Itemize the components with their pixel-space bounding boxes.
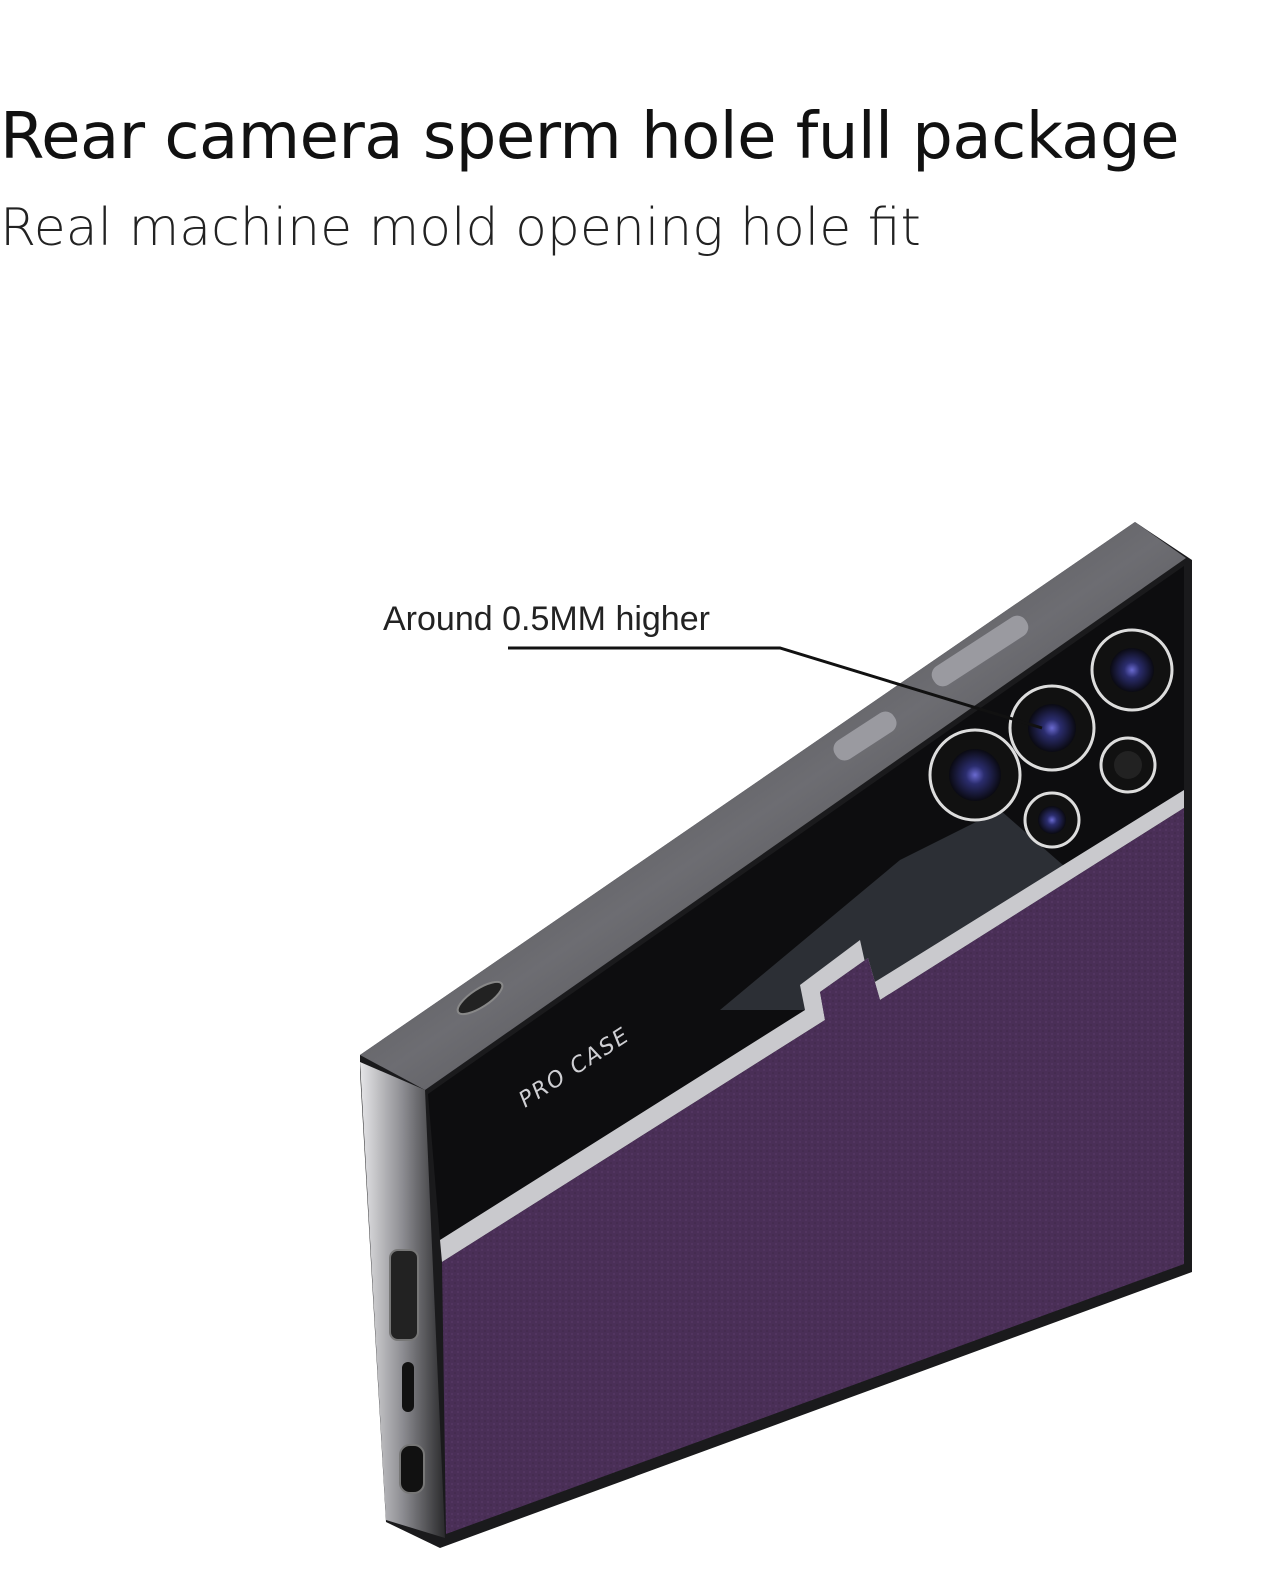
button-cutout [389,1249,419,1341]
flash-icon [1114,751,1142,779]
glass-reflection [720,810,1080,1010]
camera-lens [1028,704,1076,752]
callout-label: Around 0.5MM higher [383,600,710,638]
callout-leader-line [508,646,1043,730]
speaker-hole [456,980,504,1016]
page-title: Rear camera sperm hole full package [0,100,1179,174]
volume-button [931,615,1029,687]
power-button [833,711,897,761]
s-pen-slot [399,1444,425,1494]
page-subtitle: Real machine mold opening hole fit [0,198,921,258]
silver-divider [440,790,1184,1262]
camera-lens [949,749,1001,801]
leather-panel [442,808,1184,1534]
usb-port [402,1362,414,1412]
camera-lens [1038,806,1066,834]
camera-lens [1110,648,1154,692]
camera-module [928,628,1174,849]
